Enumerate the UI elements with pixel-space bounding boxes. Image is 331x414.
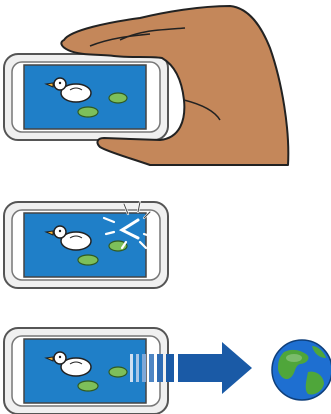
globe-icon: [272, 340, 331, 400]
hold-phone-illustration: [0, 0, 331, 170]
step-hold-phone: [0, 0, 331, 170]
phone-icon: [4, 54, 168, 140]
lily-pad-icon: [109, 367, 127, 377]
lily-pad-icon: [78, 381, 98, 391]
lily-pad-icon: [109, 93, 127, 103]
take-photo-illustration: [0, 196, 331, 296]
step-take-photo: [0, 196, 331, 296]
share-online-illustration: [0, 324, 331, 414]
lily-pad-icon: [78, 255, 98, 265]
step-share-online: [0, 324, 331, 414]
lily-pad-icon: [78, 107, 98, 117]
